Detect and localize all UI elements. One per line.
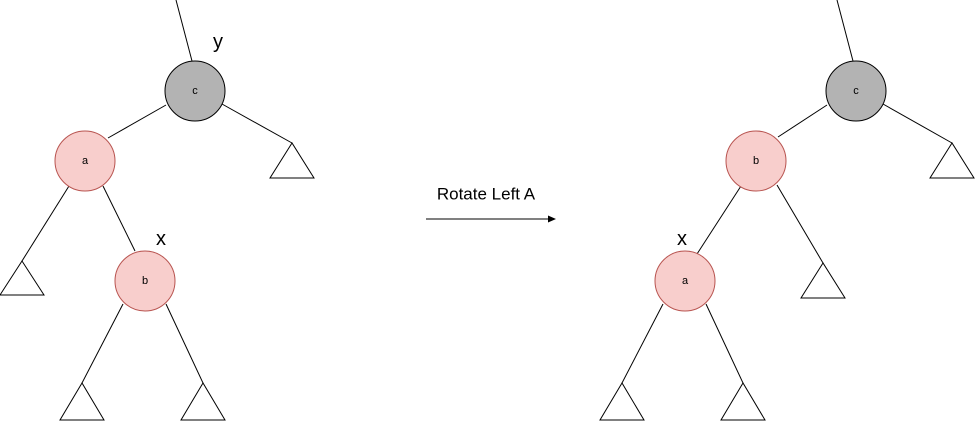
- after-edge-a-left-subtree: [621, 303, 664, 384]
- before-subtree-b-left: [59, 382, 105, 421]
- operation: Rotate Left A: [426, 185, 556, 223]
- before-node-c-label: c: [192, 85, 198, 97]
- before-node-b-circle: [114, 250, 176, 312]
- before-node-c-circle: [164, 60, 226, 122]
- before-subtree-a-left: [0, 260, 45, 296]
- before-edge-a-b: [102, 185, 136, 252]
- before-edge-c-subtree: [221, 103, 293, 144]
- before-edge-c-a: [107, 104, 167, 139]
- before-node-c: c: [164, 60, 226, 122]
- after-edge-b-a: [696, 185, 742, 255]
- before-node-b-label: b: [142, 275, 148, 287]
- before-subtree-b-right: [180, 382, 226, 421]
- after-edge-c-subtree: [882, 103, 953, 144]
- before-edge-b-left-subtree: [81, 303, 124, 384]
- before-node-a-circle: [54, 130, 116, 192]
- after-subtree-c-right: [929, 142, 975, 179]
- after-node-b-label: b: [753, 155, 759, 167]
- operation-arrow-head: [548, 215, 556, 223]
- before-tree: c y a b x: [0, 0, 315, 421]
- after-edge-a-right-subtree: [705, 303, 744, 384]
- before-edge-b-right-subtree: [165, 303, 204, 384]
- after-edge-parent-c: [836, 0, 854, 62]
- after-subtree-b-right: [800, 262, 846, 299]
- before-node-b: b: [114, 250, 176, 312]
- after-var-x-label: x: [677, 228, 687, 250]
- after-node-b-circle: [725, 130, 787, 192]
- after-node-c: c: [825, 60, 887, 122]
- after-node-a-circle: [654, 250, 716, 312]
- before-node-a-label: a: [82, 155, 89, 167]
- before-var-y-label: y: [213, 31, 223, 53]
- before-edge-parent-c: [175, 0, 193, 62]
- after-node-c-circle: [825, 60, 887, 122]
- before-var-x-label: x: [156, 228, 166, 250]
- after-edge-c-b: [777, 104, 828, 138]
- after-edge-b-subtree: [776, 184, 824, 264]
- after-node-c-label: c: [853, 85, 859, 97]
- after-subtree-a-left: [599, 382, 645, 421]
- after-node-a-label: a: [682, 275, 689, 287]
- before-node-a: a: [54, 130, 116, 192]
- operation-label: Rotate Left A: [437, 185, 536, 204]
- after-tree: c b a x: [599, 0, 975, 421]
- before-subtree-c-right: [269, 142, 315, 179]
- after-subtree-a-right: [720, 382, 766, 421]
- after-node-b: b: [725, 130, 787, 192]
- after-node-a: a: [654, 250, 716, 312]
- before-edge-a-subtree: [21, 185, 70, 262]
